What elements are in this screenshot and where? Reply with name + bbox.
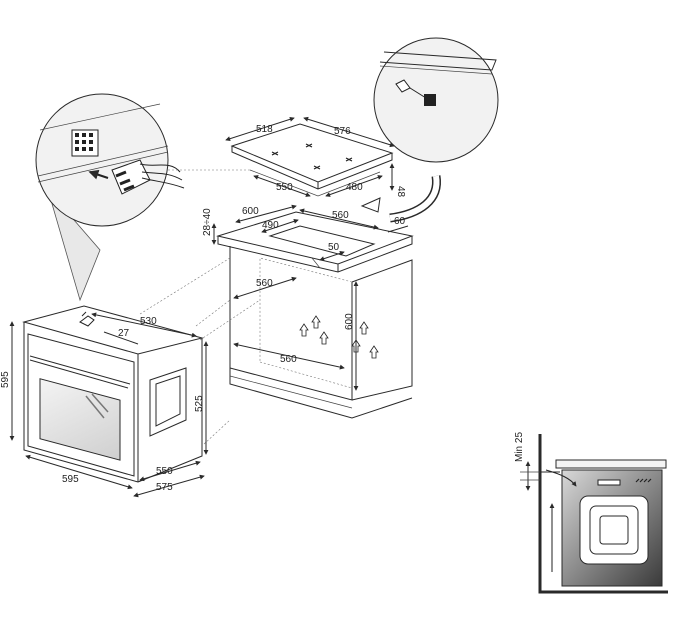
dim-hob-width: 576 — [334, 126, 351, 137]
clip-bracket — [395, 79, 436, 106]
oven: 595 525 595 550 575 530 27 — [0, 305, 209, 498]
airflow-arrows — [299, 315, 379, 359]
dim-cutout-width: 560 — [332, 210, 349, 221]
oven-window-reflection — [85, 393, 109, 419]
dim-hob-depth: 518 — [256, 124, 273, 135]
connector-block — [71, 129, 99, 157]
dim-oven-height: 595 — [0, 371, 11, 388]
dim-niche-bottom-width: 560 — [280, 354, 297, 365]
dim-oven-top-depth: 530 — [140, 316, 157, 327]
oven-fan-cover — [149, 367, 187, 437]
side-section: Min 25 — [514, 432, 668, 594]
dim-niche-width: 560 — [256, 278, 273, 289]
dim-oven-body-height: 525 — [194, 395, 205, 412]
hob: 518 576 550 480 48 — [225, 116, 406, 198]
dim-cutout-depth: 490 — [262, 220, 279, 231]
cabinet: 600 560 490 28÷40 50 60 560 600 560 — [202, 204, 414, 419]
dim-front-gap: 50 — [328, 242, 340, 253]
plug — [111, 159, 185, 195]
dim-hob-base-width: 550 — [276, 182, 293, 193]
dim-oven-body-depth: 550 — [156, 466, 173, 477]
dim-hob-height: 48 — [395, 186, 406, 198]
dim-min-clearance: Min 25 — [514, 432, 525, 462]
dim-oven-width: 595 — [62, 474, 79, 485]
dim-hob-base-depth: 480 — [346, 182, 363, 193]
dim-worktop-thickness: 28÷40 — [202, 208, 213, 236]
dim-panel-depth: 27 — [118, 328, 130, 339]
dim-worktop-depth: 600 — [242, 206, 259, 217]
clip-detail — [360, 37, 499, 223]
dim-niche-height: 600 — [344, 313, 355, 330]
connector-detail — [35, 93, 250, 302]
dim-rear-gap: 60 — [394, 216, 406, 227]
dim-oven-total-depth: 575 — [156, 482, 173, 493]
